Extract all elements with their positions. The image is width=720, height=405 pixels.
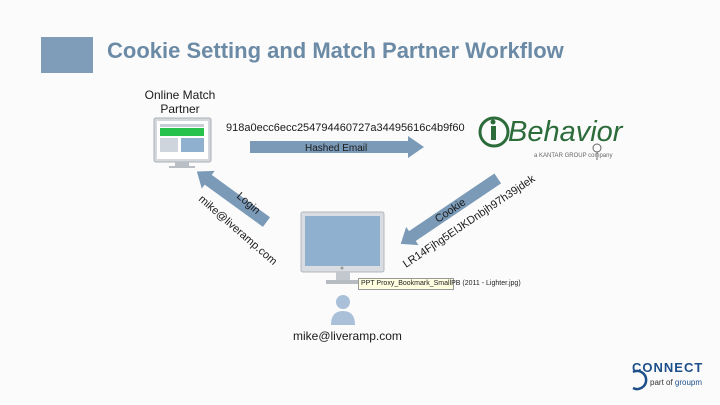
partner-page-banner	[160, 128, 204, 136]
part-of-text: part of	[650, 378, 673, 387]
user-email: mike@liveramp.com	[293, 329, 402, 343]
partner-label-line1: Online Match	[144, 88, 216, 102]
cookie-value-label: LR14Fjhg5EIJKDnbjh97h39jdek	[401, 173, 538, 271]
partner-label-line2: Partner	[160, 102, 200, 116]
partner-label: Online Match Partner	[140, 88, 220, 116]
hash-value: 918a0ecc6ecc254794460727a34495616c4b9f60	[226, 122, 465, 134]
ibehavior-logo-icon	[478, 116, 510, 148]
user-avatar-icon	[331, 295, 355, 325]
kantar-symbol-icon	[592, 143, 602, 160]
file-tooltip: PPT Proxy_Bookmark_SmallPB (2011 - Light…	[358, 278, 521, 290]
ibehavior-brand: Behavior	[508, 116, 623, 148]
connect-logo-icon	[632, 369, 648, 391]
slide-title: Cookie Setting and Match Partner Workflo…	[107, 38, 564, 63]
part-of-groupm: part of groupm	[650, 378, 702, 387]
partner-monitor	[153, 117, 212, 168]
user-monitor	[300, 211, 385, 284]
title-accent-block	[41, 37, 93, 73]
hashed-email-label: Hashed Email	[305, 143, 367, 154]
ibehavior-subtitle: a KANTAR GROUP company	[534, 153, 613, 159]
hashed-email-arrow	[250, 136, 424, 158]
login-arrow	[196, 170, 270, 227]
groupm-text: groupm	[674, 378, 703, 387]
cookie-arrow	[400, 173, 502, 246]
connect-brand: CONNECT	[632, 360, 704, 375]
